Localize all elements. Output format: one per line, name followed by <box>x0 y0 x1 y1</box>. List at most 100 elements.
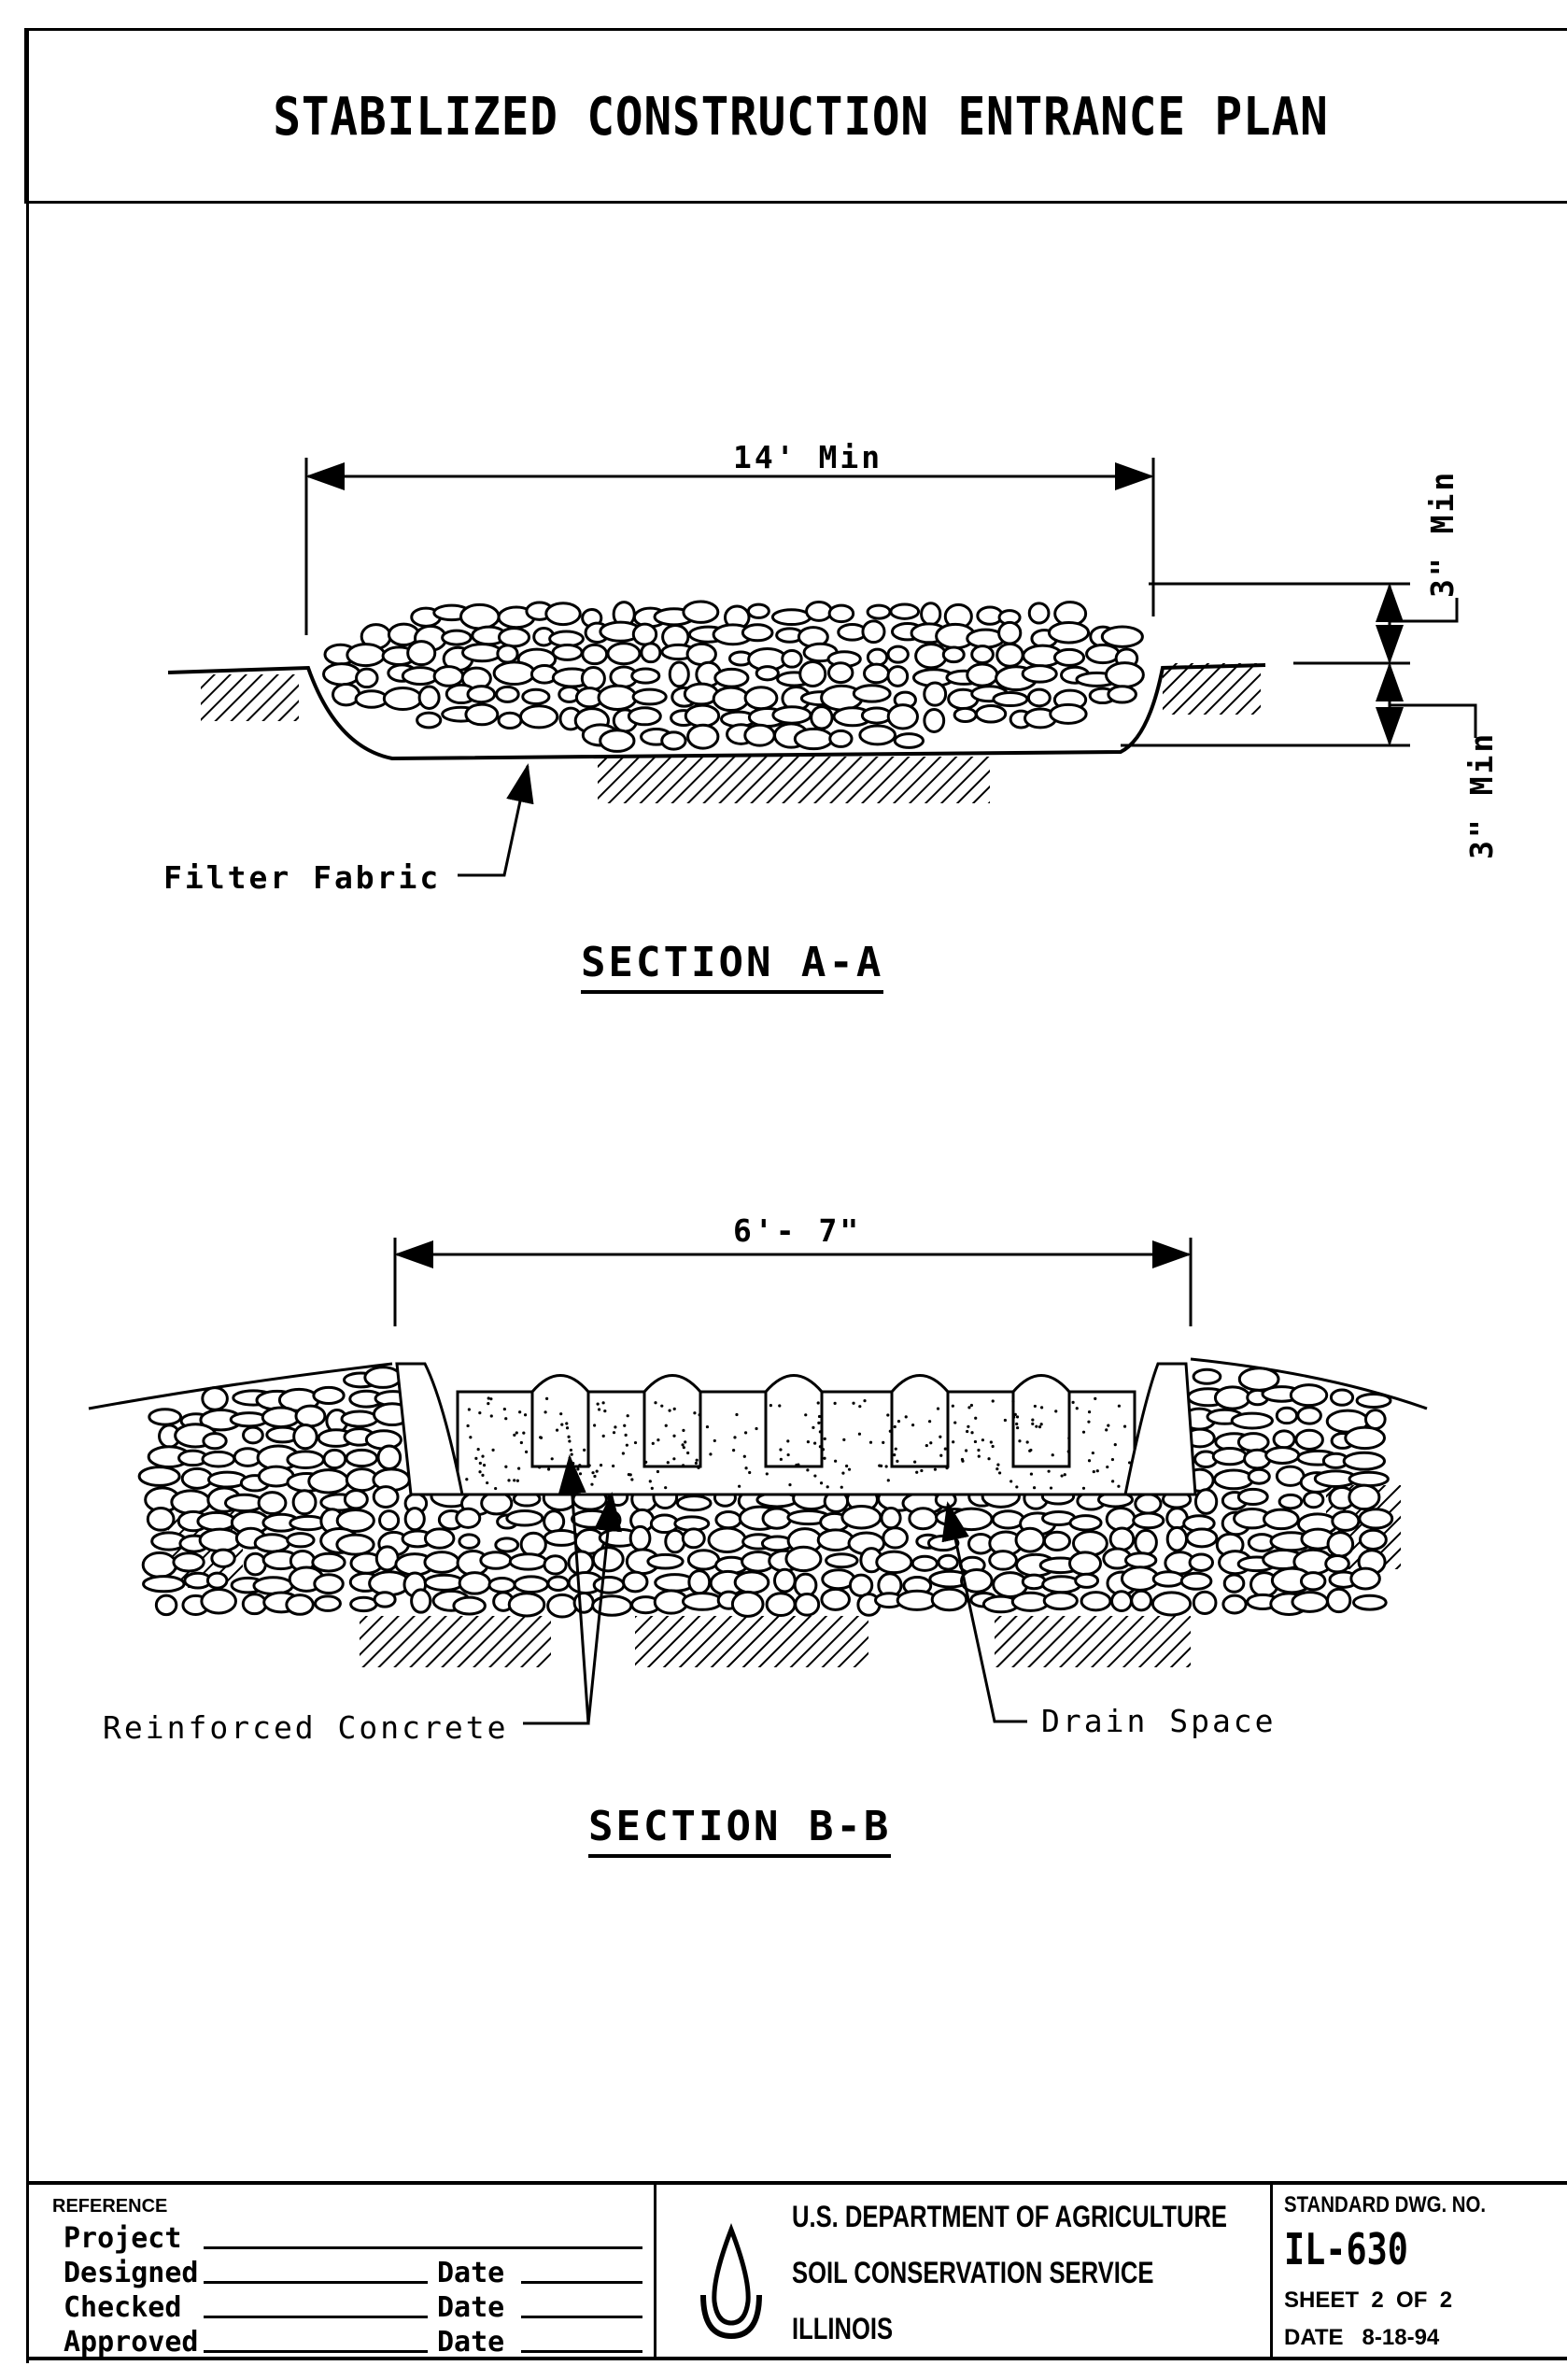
aggregate-dot <box>478 1410 482 1415</box>
section-a-width-label: 14' Min <box>733 439 883 475</box>
stone <box>1302 1490 1325 1509</box>
aggregate-dot <box>989 1440 993 1444</box>
stone <box>599 729 636 753</box>
aggregate-dot <box>650 1486 654 1490</box>
stone <box>1042 1530 1071 1552</box>
stone <box>770 608 812 627</box>
aggregate-dot <box>847 1467 852 1471</box>
aggregate-dot <box>973 1439 978 1444</box>
aggregate-dot <box>779 1457 783 1461</box>
aggregate-dot <box>913 1460 917 1464</box>
aggregate-dot <box>518 1410 522 1414</box>
approved-date-field[interactable] <box>521 2350 642 2353</box>
filter-fabric-label: Filter Fabric <box>163 859 442 896</box>
approved-field[interactable] <box>204 2350 428 2353</box>
aggregate-dot <box>748 1470 752 1475</box>
aggregate-dot <box>820 1421 824 1424</box>
aggregate-dot <box>788 1483 792 1487</box>
stone <box>543 1528 580 1547</box>
stone <box>170 1489 212 1515</box>
stone <box>914 643 948 670</box>
stone <box>519 704 559 730</box>
stone <box>314 1594 342 1612</box>
aggregate-dot <box>882 1440 885 1444</box>
aggregate-dot <box>939 1453 943 1457</box>
agency-line-2: SOIL CONSERVATION SERVICE <box>792 2256 1154 2289</box>
stone <box>908 1507 939 1531</box>
stone <box>567 1550 595 1576</box>
aggregate-dot <box>834 1459 838 1463</box>
stone <box>455 1507 482 1529</box>
aggregate-dot <box>1091 1451 1094 1455</box>
aggregate-dot <box>1071 1400 1075 1404</box>
stone <box>519 1531 547 1558</box>
drawing-frame <box>26 28 1567 2363</box>
project-label: Project <box>64 2222 182 2255</box>
stone <box>292 1424 318 1451</box>
stone <box>660 730 687 751</box>
aggregate-dot <box>489 1414 493 1418</box>
aggregate-dot <box>1013 1412 1017 1416</box>
checked-date-field[interactable] <box>521 2316 642 2318</box>
stone <box>941 645 966 664</box>
stone <box>1134 1528 1158 1556</box>
aggregate-dot <box>833 1401 837 1405</box>
aggregate-dot <box>1075 1407 1079 1410</box>
aggregate-dot <box>555 1428 559 1432</box>
aggregate-dot <box>970 1431 974 1435</box>
designed-field[interactable] <box>204 2281 428 2284</box>
aggregate-dot <box>1011 1399 1015 1403</box>
section-a-depth-label-top: 3" Min <box>1424 469 1461 598</box>
aggregate-dot <box>1025 1440 1029 1444</box>
aggregate-dot <box>623 1424 627 1427</box>
designed-date-field[interactable] <box>521 2281 642 2284</box>
water-drop-logo-icon <box>700 2223 762 2340</box>
stone <box>1014 1526 1046 1553</box>
stone <box>146 1507 176 1532</box>
stone <box>403 1507 426 1532</box>
stone <box>285 1594 315 1616</box>
stone <box>746 602 770 619</box>
aggregate-dot <box>1095 1469 1099 1473</box>
concrete-block <box>530 1374 590 1468</box>
aggregate-dot <box>525 1450 529 1453</box>
stone <box>196 1510 237 1532</box>
stone <box>1355 1392 1392 1409</box>
aggregate-dot <box>1051 1453 1054 1457</box>
stone <box>354 689 389 709</box>
stone <box>1349 1566 1381 1591</box>
checked-field[interactable] <box>204 2316 428 2318</box>
aggregate-dot <box>755 1426 758 1431</box>
aggregate-dot <box>1117 1484 1121 1488</box>
aggregate-dot <box>943 1447 947 1451</box>
stone <box>1296 1406 1322 1425</box>
stone <box>920 602 942 627</box>
aggregate-dot <box>546 1467 551 1471</box>
stone <box>781 648 803 669</box>
stone <box>1221 1594 1248 1615</box>
project-field[interactable] <box>204 2246 642 2249</box>
stone <box>1264 1446 1301 1465</box>
aggregate-dot <box>1087 1459 1092 1463</box>
stone <box>372 1485 400 1509</box>
stone <box>1275 1406 1299 1425</box>
stone <box>828 729 854 748</box>
aggregate-dot <box>987 1457 991 1461</box>
aggregate-dot <box>559 1412 563 1416</box>
stone <box>580 666 606 691</box>
stone <box>970 645 995 665</box>
stone <box>307 1468 350 1495</box>
stone <box>1165 1525 1189 1552</box>
aggregate-dot <box>967 1406 971 1410</box>
stone <box>1278 1493 1304 1510</box>
aggregate-dot <box>568 1439 572 1443</box>
stone <box>1213 1468 1255 1491</box>
aggregate-dot <box>672 1434 676 1438</box>
stone <box>1130 1589 1153 1612</box>
stone <box>886 645 910 664</box>
stone <box>827 603 855 624</box>
aggregate-dot <box>660 1404 664 1408</box>
stone <box>201 1450 236 1468</box>
stone <box>1185 1527 1219 1549</box>
stone <box>627 706 662 727</box>
